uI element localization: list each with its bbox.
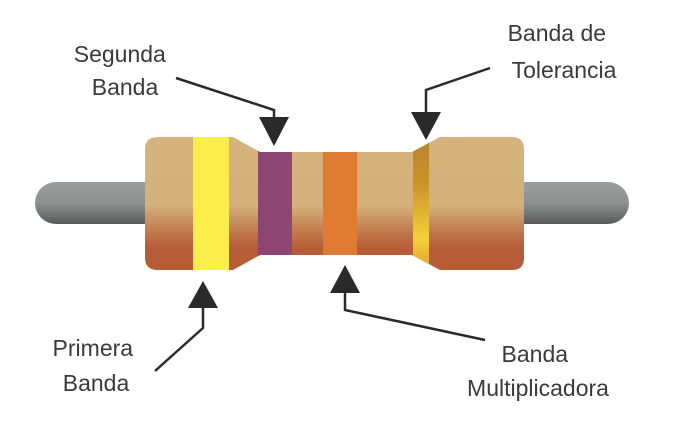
- band-tolerancia: [413, 137, 429, 270]
- label-banda-tolerancia: Banda de Tolerancia: [508, 20, 617, 83]
- label-multiplicadora-line1: Banda: [502, 341, 569, 367]
- arrow-head-segunda-icon: [259, 117, 289, 146]
- band-primera: [193, 137, 229, 270]
- band-multiplicadora: [323, 137, 357, 270]
- band-segunda: [258, 137, 292, 270]
- label-primera-banda: Primera Banda: [53, 335, 140, 396]
- label-primera-line2: Banda: [63, 370, 130, 396]
- label-segunda-line2: Banda: [92, 74, 159, 100]
- label-tolerancia-line2: Tolerancia: [512, 57, 617, 83]
- arrow-head-primera-icon: [188, 281, 218, 308]
- arrow-line-multiplicadora: [343, 290, 486, 342]
- arrow-line-primera: [154, 305, 205, 372]
- label-primera-line1: Primera: [53, 335, 134, 361]
- right-lead: [505, 182, 629, 224]
- arrow-head-tolerancia-icon: [411, 112, 441, 140]
- left-lead: [35, 182, 165, 224]
- arrow-head-multiplicadora-icon: [330, 265, 360, 293]
- arrow-line-tolerancia: [424, 66, 491, 115]
- label-banda-multiplicadora: Banda Multiplicadora: [467, 341, 609, 401]
- label-segunda-line1: Segunda: [74, 41, 166, 67]
- label-multiplicadora-line2: Multiplicadora: [467, 375, 609, 401]
- label-tolerancia-line1: Banda de: [508, 20, 606, 46]
- label-segunda-banda: Segunda Banda: [74, 41, 172, 100]
- arrow-line-segunda: [175, 76, 276, 118]
